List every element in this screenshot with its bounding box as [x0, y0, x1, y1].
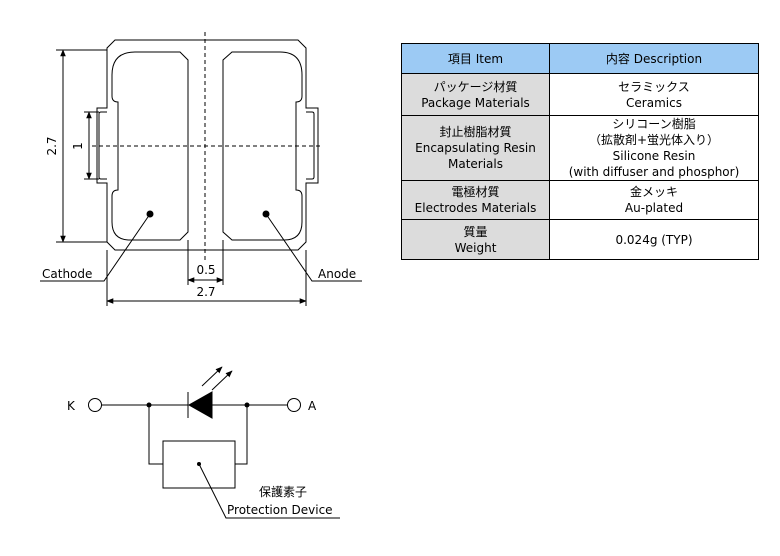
emission-arrow-1: [201, 366, 223, 387]
cathode-label: Cathode: [42, 267, 92, 281]
terminal-a-circle: [287, 398, 301, 412]
row-item: 封止樹脂材質 Encapsulating Resin Materials: [401, 115, 550, 181]
dim-width-label: 2.7: [196, 285, 215, 299]
row-item: 質量 Weight: [401, 219, 550, 260]
anode-pad: [222, 51, 303, 241]
cell-line: (with diffuser and phosphor): [568, 165, 740, 179]
anode-leader: [265, 213, 362, 282]
cell-line: Encapsulating Resin: [415, 141, 536, 155]
protection-label-jp: 保護素子: [259, 484, 307, 499]
cathode-pad: [111, 51, 189, 241]
dim-gap-label: 0.5: [196, 263, 215, 277]
header-item: 項目 Item: [401, 43, 550, 74]
dim-gap: [187, 240, 224, 285]
branch-wire-right: [235, 405, 248, 465]
junction-dot-left: [146, 402, 152, 408]
protection-leader: [198, 463, 340, 519]
cell-line: Silicone Resin: [612, 149, 696, 163]
led-diode-icon: [187, 391, 213, 419]
cell-line: 0.024g (TYP): [615, 232, 693, 247]
dim-height: [56, 49, 107, 243]
cell-line: 電極材質: [451, 185, 500, 199]
package-outline: [96, 39, 319, 251]
dim-pad-height: [84, 111, 99, 180]
protection-dot: [197, 462, 201, 466]
cell-line: （拡散剤+蛍光体入り）: [588, 133, 720, 147]
emission-arrow-2: [211, 370, 233, 391]
junction-dot-right: [244, 402, 250, 408]
protection-label-en: Protection Device: [227, 503, 333, 517]
spec-table: 項目 Item 内容 Description パッケージ材質 Package M…: [401, 43, 759, 260]
cell-line: 金メッキ: [629, 185, 678, 199]
row-item: パッケージ材質 Package Materials: [401, 73, 550, 116]
cell-line: Weight: [454, 240, 497, 255]
cathode-leader: [40, 213, 151, 282]
terminal-k-label: K: [67, 399, 76, 413]
row-description: シリコーン樹脂 （拡散剤+蛍光体入り） Silicone Resin (with…: [549, 115, 759, 181]
cell-line: 封止樹脂材質: [439, 125, 512, 139]
table-row: 電極材質 Electrodes Materials 金メッキ Au-plated: [401, 180, 759, 220]
terminal-k-circle: [88, 398, 102, 412]
row-description: 0.024g (TYP): [549, 219, 759, 260]
anode-label: Anode: [318, 267, 356, 281]
header-description: 内容 Description: [549, 43, 759, 74]
cell-line: Materials: [447, 157, 503, 171]
dim-pad-height-label: 1: [71, 142, 85, 150]
terminal-a-label: A: [308, 399, 317, 413]
cell-line: 質量: [463, 224, 488, 239]
cell-line: セラミックス: [618, 79, 690, 94]
branch-wire: [148, 405, 163, 465]
table-row: 封止樹脂材質 Encapsulating Resin Materials シリコ…: [401, 115, 759, 181]
package-top-view: [96, 39, 319, 251]
table-row: パッケージ材質 Package Materials セラミックス Ceramic…: [401, 73, 759, 116]
cell-line: Package Materials: [421, 95, 530, 110]
table-header-row: 項目 Item 内容 Description: [401, 43, 759, 74]
cell-line: Electrodes Materials: [414, 201, 537, 215]
row-item: 電極材質 Electrodes Materials: [401, 180, 550, 220]
table-row: 質量 Weight 0.024g (TYP): [401, 219, 759, 260]
cell-line: シリコーン樹脂: [612, 117, 696, 131]
dim-height-label: 2.7: [45, 136, 59, 155]
dim-width: [106, 250, 307, 306]
row-description: 金メッキ Au-plated: [549, 180, 759, 220]
cell-line: Ceramics: [626, 95, 682, 110]
cell-line: Au-plated: [624, 201, 684, 215]
cell-line: パッケージ材質: [433, 79, 518, 94]
row-description: セラミックス Ceramics: [549, 73, 759, 116]
